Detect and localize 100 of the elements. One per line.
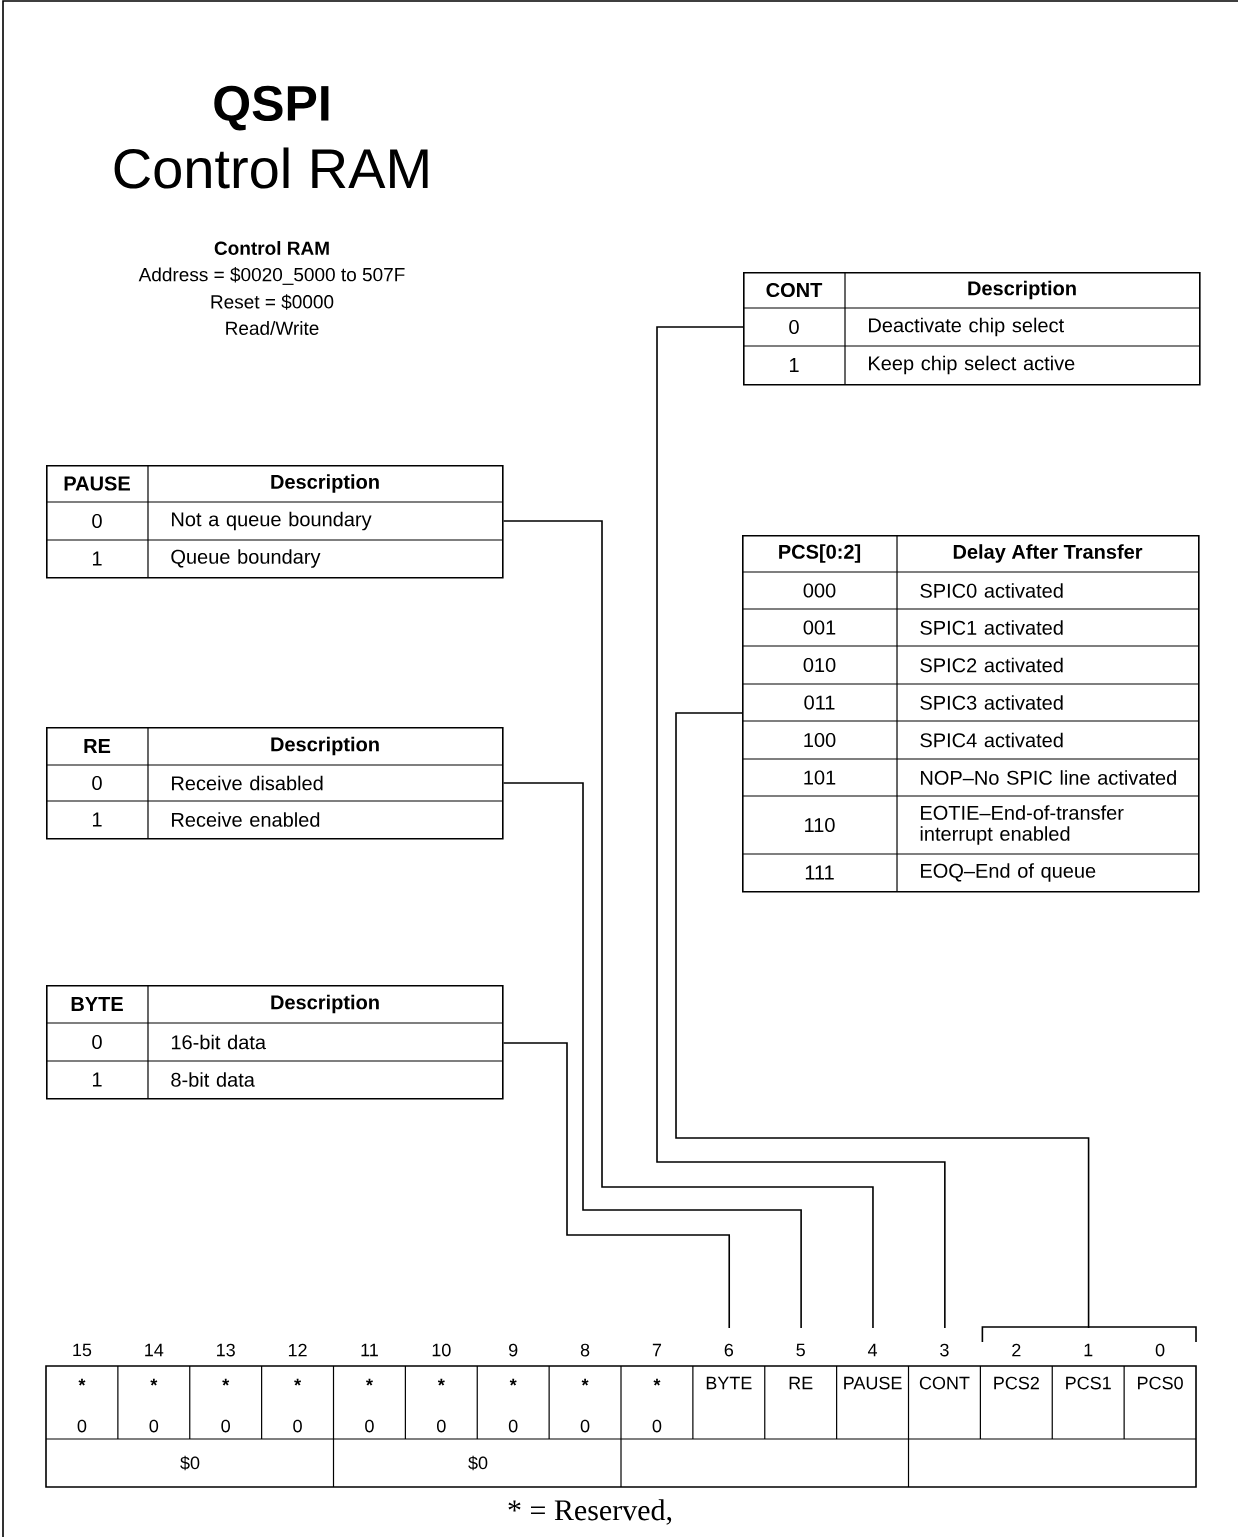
bit-value: 0 (789, 319, 799, 335)
field-name: RE (789, 1376, 813, 1390)
bit-number: 0 (1155, 1343, 1165, 1357)
reset-value: 0 (77, 1419, 87, 1433)
bit-value: 101 (804, 770, 836, 785)
bit-number: 6 (724, 1343, 734, 1357)
reset-value: 0 (580, 1419, 590, 1433)
field-name: PCS1 (1066, 1376, 1111, 1390)
table (45, 726, 504, 840)
bit-number: 11 (361, 1343, 378, 1357)
bit-value: 1 (93, 1072, 102, 1087)
reserved-mark: * (653, 1378, 661, 1386)
reserved-mark: * (581, 1378, 589, 1386)
field-name: CONT (919, 1376, 970, 1390)
bit-value: 110 (805, 817, 835, 833)
reset-value: 0 (221, 1419, 230, 1433)
reset-value: 0 (437, 1419, 446, 1433)
table (742, 271, 1201, 386)
description: Queue boundary (171, 549, 321, 568)
bit-number: 2 (1012, 1343, 1021, 1357)
table (45, 464, 504, 579)
field-name: PAUSE (844, 1376, 902, 1390)
bit-number: 1 (1084, 1343, 1093, 1357)
bit-value: 0 (92, 513, 102, 529)
column-header: Description (968, 280, 1076, 300)
column-header: RE (84, 739, 111, 753)
connector-line (656, 326, 946, 1329)
bit-value: 1 (93, 812, 102, 827)
bit-value: 011 (804, 695, 835, 710)
bit-number: 12 (288, 1343, 307, 1357)
column-header: PCS[0:2] (779, 544, 861, 563)
bit-number: 15 (73, 1343, 92, 1357)
connector-line (502, 1042, 731, 1329)
column-header: Description (271, 736, 379, 756)
description: 8-bit data (171, 1072, 255, 1087)
reserved-mark: * (150, 1378, 158, 1386)
description: NOP–No SPIC line activated (921, 770, 1176, 785)
reset-value: 0 (365, 1419, 374, 1433)
bit-value: 100 (804, 732, 836, 748)
description: EOQ–End of queue (921, 863, 1096, 882)
column-header: Description (271, 474, 379, 493)
column-header: BYTE (71, 997, 123, 1011)
bit-value: 1 (93, 551, 102, 566)
table (741, 534, 1200, 893)
bit-value: 111 (805, 865, 834, 880)
connector-line (675, 712, 1090, 1329)
reserved-mark: * (222, 1378, 230, 1386)
description: Not a queue boundary (172, 511, 372, 531)
register-info: Reset = $0000 (211, 294, 334, 310)
reserved-mark: * (78, 1378, 86, 1386)
bit-number: 3 (940, 1343, 949, 1357)
title: QSPI (214, 85, 329, 131)
bit-number: 4 (867, 1343, 878, 1357)
register-info: Address = $0020_5000 to 507F (138, 267, 405, 285)
description: Receive disabled (172, 775, 323, 791)
bit-number: 8 (580, 1343, 590, 1357)
description: SPIC2 activated (920, 657, 1063, 673)
bit-number: 9 (509, 1343, 518, 1357)
bit-number: 5 (796, 1343, 805, 1357)
field-name: PCS2 (994, 1376, 1039, 1390)
field-name: PCS0 (1138, 1376, 1183, 1390)
subheading: Control RAM (214, 241, 329, 255)
heading: Control RAM (114, 147, 428, 189)
field-name: BYTE (706, 1376, 752, 1390)
column-header: Delay After Transfer (953, 544, 1143, 563)
description: SPIC0 activated (920, 583, 1063, 598)
reset-value: 0 (508, 1419, 518, 1433)
description: 16-bit data (171, 1034, 266, 1050)
description: Deactivate chip select (869, 317, 1064, 337)
reserved-mark: * (294, 1378, 302, 1386)
reserved-mark: * (509, 1378, 517, 1386)
description: Receive enabled (172, 812, 320, 827)
column-header: Description (271, 994, 379, 1014)
bit-number: 14 (145, 1343, 164, 1357)
reset-value: 0 (293, 1419, 302, 1433)
reset-value: 0 (149, 1419, 159, 1433)
column-header: CONT (766, 282, 823, 298)
bit-number: 13 (217, 1343, 235, 1357)
bit-value: 000 (803, 583, 836, 598)
description: SPIC1 activated (920, 620, 1063, 635)
footnote: * = Reserved, (508, 1499, 672, 1525)
bit-number: 7 (652, 1343, 662, 1357)
group-value: $0 (468, 1455, 488, 1471)
bit-value: 001 (803, 620, 836, 635)
table (45, 984, 504, 1100)
description: EOTIE–End-of-transfer interrupt enabled (920, 805, 1124, 845)
description: SPIC4 activated (920, 732, 1063, 748)
reserved-mark: * (437, 1378, 445, 1386)
register-info: Read/Write (226, 321, 319, 335)
connector-line (502, 520, 874, 1329)
bit-number: 10 (432, 1343, 451, 1357)
reserved-mark: * (366, 1378, 373, 1386)
bit-value: 0 (92, 775, 102, 791)
description: Keep chip select active (869, 355, 1075, 375)
connector-line (502, 782, 802, 1329)
column-header: PAUSE (64, 476, 130, 491)
bit-value: 0 (92, 1034, 102, 1050)
bit-value: 010 (803, 657, 836, 673)
reset-value: 0 (652, 1419, 662, 1433)
description: SPIC3 activated (920, 695, 1063, 710)
